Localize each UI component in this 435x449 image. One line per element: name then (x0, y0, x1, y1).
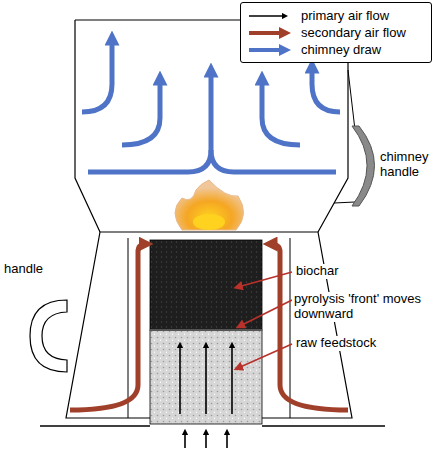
chimney-draw-arrow (211, 150, 336, 172)
primary-air-arrow (231, 345, 233, 414)
primary-air-arrow (205, 432, 207, 448)
handle-bracket (334, 202, 355, 203)
callout-label: chimney handle (378, 150, 434, 180)
legend-entry: chimney draw (247, 41, 425, 58)
flame-core (193, 214, 225, 230)
stove-base (262, 425, 385, 427)
legend-sample (247, 27, 293, 39)
legend-sample (247, 10, 293, 22)
chimney-draw-arrow (82, 38, 112, 112)
secondary-air-arrow (270, 244, 348, 410)
leader-arrow (240, 300, 292, 326)
legend-arrow (249, 31, 285, 35)
chimney-draw-arrow (122, 78, 160, 145)
callout-label: pyrolysis 'front' moves downward (292, 292, 432, 322)
legend-entry: secondary air flow (247, 24, 425, 41)
chimney-handle-grip (352, 126, 375, 206)
leader-arrow (238, 344, 292, 368)
legend-box: primary air flow secondary air flow chimne… (240, 2, 432, 63)
graphic-part (238, 272, 292, 368)
flame (175, 180, 244, 230)
inner-wall (128, 238, 129, 418)
legend-arrow (249, 15, 285, 17)
primary-air-arrow (205, 345, 207, 414)
pyrolysis-front (150, 329, 262, 331)
callout-label: handle (2, 262, 45, 277)
callout-label: raw feedstock (294, 336, 378, 351)
inner-wall (290, 238, 291, 418)
graphic-part (180, 345, 232, 448)
secondary-air-arrow (70, 244, 146, 410)
leader-arrow (238, 272, 292, 287)
stove-base (40, 425, 150, 427)
chimney-draw-arrow (262, 78, 300, 145)
legend-text: primary air flow (301, 8, 389, 23)
chimney-draw-arrow (88, 70, 211, 172)
legend-arrow (249, 48, 285, 52)
handle-bracket (348, 70, 355, 130)
primary-air-arrow (179, 345, 181, 414)
legend-entry: primary air flow (247, 7, 425, 24)
legend-text: secondary air flow (301, 25, 406, 40)
side-handle (30, 300, 67, 372)
raw-feedstock (150, 330, 262, 424)
graphic-part (70, 244, 348, 410)
legend-text: chimney draw (301, 42, 381, 57)
primary-air-arrow (226, 432, 228, 448)
callout-label: biochar (294, 264, 341, 279)
primary-air-arrow (184, 432, 186, 448)
chimney-draw-arrow (312, 66, 340, 112)
legend-sample (247, 44, 293, 56)
